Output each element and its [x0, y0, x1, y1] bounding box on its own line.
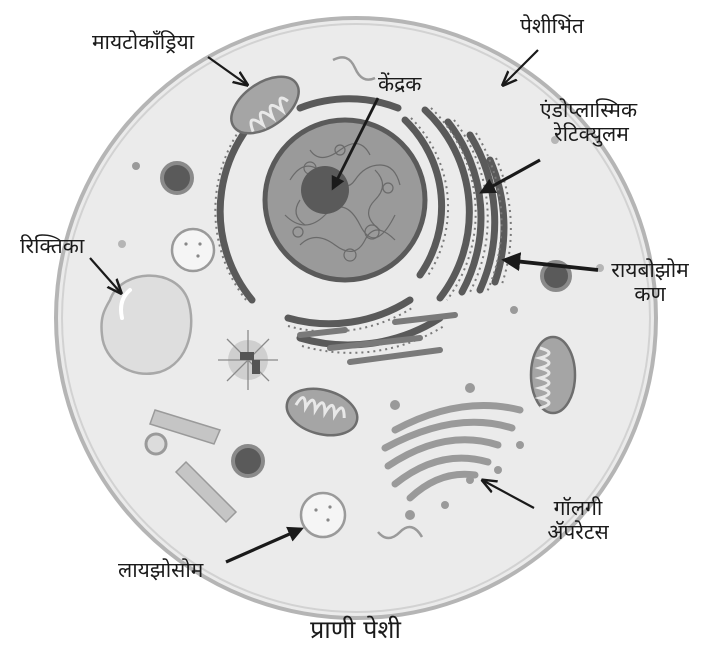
label-cell-membrane: पेशीभिंत [520, 14, 584, 38]
label-nucleus: केंद्रक [378, 72, 422, 96]
label-vacuole: रिक्तिका [20, 234, 85, 258]
arrow-er [479, 158, 541, 194]
label-er-line2: रेटिक्युलम [554, 122, 629, 147]
centrosome [218, 330, 278, 390]
label-golgi-line1: गॉलगी [553, 496, 603, 520]
mitochondrion-top [230, 75, 300, 135]
label-ribosome-line2: कण [634, 282, 666, 307]
label-er-line1: एंडोप्लास्मिक [540, 98, 638, 122]
label-mitochondria: मायटोकाँड्रिया [92, 30, 195, 54]
label-ribosome-line1: रायबोझोम [611, 258, 689, 282]
golgi-apparatus [381, 402, 524, 502]
mitochondrion-right [529, 335, 577, 415]
lysosome [299, 491, 347, 539]
arrow-ribosome [501, 252, 599, 272]
microfilament [149, 409, 238, 524]
mitochondrion-bottom [285, 387, 359, 437]
arrow-mitochondria [207, 56, 246, 84]
arrow-nucleus [331, 97, 380, 191]
arrow-golgi [484, 481, 535, 509]
label-arrows [89, 49, 599, 564]
label-golgi-line2: ॲपरेटस [547, 520, 609, 545]
diagram-caption: प्राणी पेशी [310, 615, 401, 644]
label-golgi: गॉलगी ॲपरेटस [528, 496, 628, 544]
arrow-cell-membrane [504, 49, 539, 84]
arrow-lysosome [225, 526, 304, 564]
label-lysosome: लायझोसोम [118, 558, 204, 582]
vesicle-left [170, 227, 216, 273]
arrow-vacuole [89, 257, 120, 292]
label-ribosome: रायबोझोम कण [596, 258, 704, 306]
vacuole [100, 274, 193, 375]
label-er: एंडोप्लास्मिक रेटिक्युलम [540, 98, 637, 146]
